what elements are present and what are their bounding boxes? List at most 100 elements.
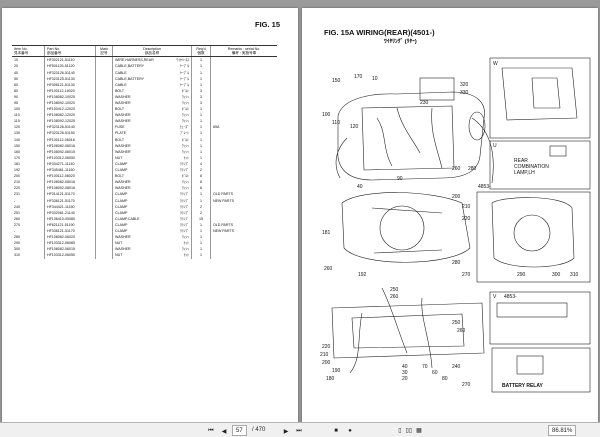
page-right: FIG. 15A WIRING(REAR)(4501-) ﾜｲﾔﾘﾝｸﾞ (ﾘﾔ…: [302, 8, 598, 422]
cell-req: 3: [191, 87, 211, 94]
description-text: WASHER: [115, 113, 131, 118]
grid-view-icon[interactable]: ▦: [416, 427, 422, 434]
description-kana: ﾜｯｼｬ: [181, 101, 189, 105]
description-kana: ｸﾗﾝﾌﾟ: [180, 222, 189, 227]
callout: 30: [402, 370, 408, 376]
frame-inner-top: [361, 105, 455, 171]
cell-req: 2: [191, 209, 211, 216]
two-page-icon[interactable]: ▯▯: [405, 427, 413, 434]
last-page-button[interactable]: ⏭: [296, 427, 302, 434]
rear-lamp-shape: [549, 145, 567, 157]
cell-remarks: [210, 81, 277, 88]
stop-icon[interactable]: ■: [334, 428, 338, 434]
cell-item-no: 95: [14, 101, 18, 105]
header-description: Description: [143, 47, 161, 51]
cell-part-no: HF323126-51140: [44, 69, 96, 76]
cell-remarks: [210, 75, 277, 82]
description-text: WASHER: [115, 247, 131, 252]
first-page-button[interactable]: ⏮: [208, 427, 214, 434]
callout: 100: [322, 112, 331, 118]
single-page-icon[interactable]: ▯: [398, 427, 402, 434]
header-req-jp: 個数: [197, 51, 205, 56]
description-kana: ﾜｲﾔﾊｰﾈｽ: [176, 58, 189, 63]
cell-req: 1: [191, 228, 211, 235]
callout: 190: [332, 368, 341, 374]
cell-req: 1: [191, 191, 211, 198]
rear-lamp-label-line: REAR: [514, 158, 528, 164]
cell-req: 1: [191, 240, 211, 247]
cell-item-no: 110: [14, 113, 20, 118]
cell-mark: [95, 154, 113, 161]
cell-item-no: 220: [14, 186, 20, 191]
view-w-label: W: [493, 61, 498, 67]
frame-inner-bottom: [351, 313, 465, 349]
cell-remarks: [210, 56, 277, 64]
cell-remarks: [210, 93, 277, 101]
cell-remarks: [210, 185, 277, 192]
page-number-input[interactable]: 57: [232, 425, 247, 436]
view-mode-icons[interactable]: ▯ ▯▯ ▦: [380, 425, 440, 435]
cell-part-no: HF345461-11160: [44, 167, 96, 174]
cell-mark: [95, 142, 113, 149]
fig-subtitle-right: ﾜｲﾔﾘﾝｸﾞ (ﾘﾔｰ): [384, 39, 417, 45]
harness-middle: [371, 207, 443, 254]
description-text: CLAMP,CABLE: [115, 216, 140, 221]
wheel-arch-top: [468, 111, 486, 141]
callout: 330: [460, 90, 469, 96]
rear-lamp-label-line: COMBINATION: [514, 164, 549, 170]
cell-part-no: HF108082-12020: [44, 112, 96, 119]
cell-remarks: [210, 246, 277, 253]
play-icon[interactable]: ●: [348, 428, 352, 434]
cell-req: 1: [191, 130, 211, 137]
cell-remarks: [210, 142, 277, 149]
description-text: CLAMP: [115, 210, 128, 215]
cell-mark: [95, 197, 113, 204]
description-kana: ﾜｯｼｬ: [181, 235, 189, 240]
next-page-button[interactable]: ▶: [283, 428, 289, 435]
zoom-level[interactable]: 86.81%: [548, 425, 577, 436]
description-text: CABLE: [115, 70, 127, 75]
description-text: WASHER: [115, 149, 131, 154]
callout: 10: [372, 76, 378, 82]
detail-4853-tank: [513, 214, 551, 252]
cell-req: 1: [191, 246, 211, 253]
relay-box: [419, 77, 455, 101]
cell-remarks: [210, 118, 277, 125]
cell-remarks: 65A: [210, 124, 277, 131]
cell-mark: [95, 167, 113, 174]
cell-mark: [95, 124, 113, 131]
cell-part-no: HF332061-21140: [44, 209, 96, 216]
description-kana: ｸﾗﾝﾌﾟ: [180, 168, 189, 173]
description-text: CLAMP: [115, 161, 128, 166]
description-kana: ﾋｭｰｽﾞ: [180, 125, 189, 130]
cell-req: 1: [191, 197, 211, 204]
battery-relay-box: [491, 347, 591, 393]
prev-page-button[interactable]: ◀: [221, 428, 227, 435]
description-text: WASHER: [115, 143, 131, 148]
detail-4853-frame: [491, 197, 575, 268]
header-part-no: Part No.: [47, 47, 61, 51]
cell-req: 1: [191, 124, 211, 131]
cell-req: 6: [191, 179, 211, 186]
cell-req: 2: [191, 167, 211, 174]
cell-mark: [95, 63, 113, 70]
serial-label-a: 4853-: [478, 184, 491, 190]
cell-remarks: NEW PARTS: [210, 197, 277, 204]
cell-mark: [95, 106, 113, 113]
cell-part-no: HF103312-06050: [44, 154, 96, 161]
